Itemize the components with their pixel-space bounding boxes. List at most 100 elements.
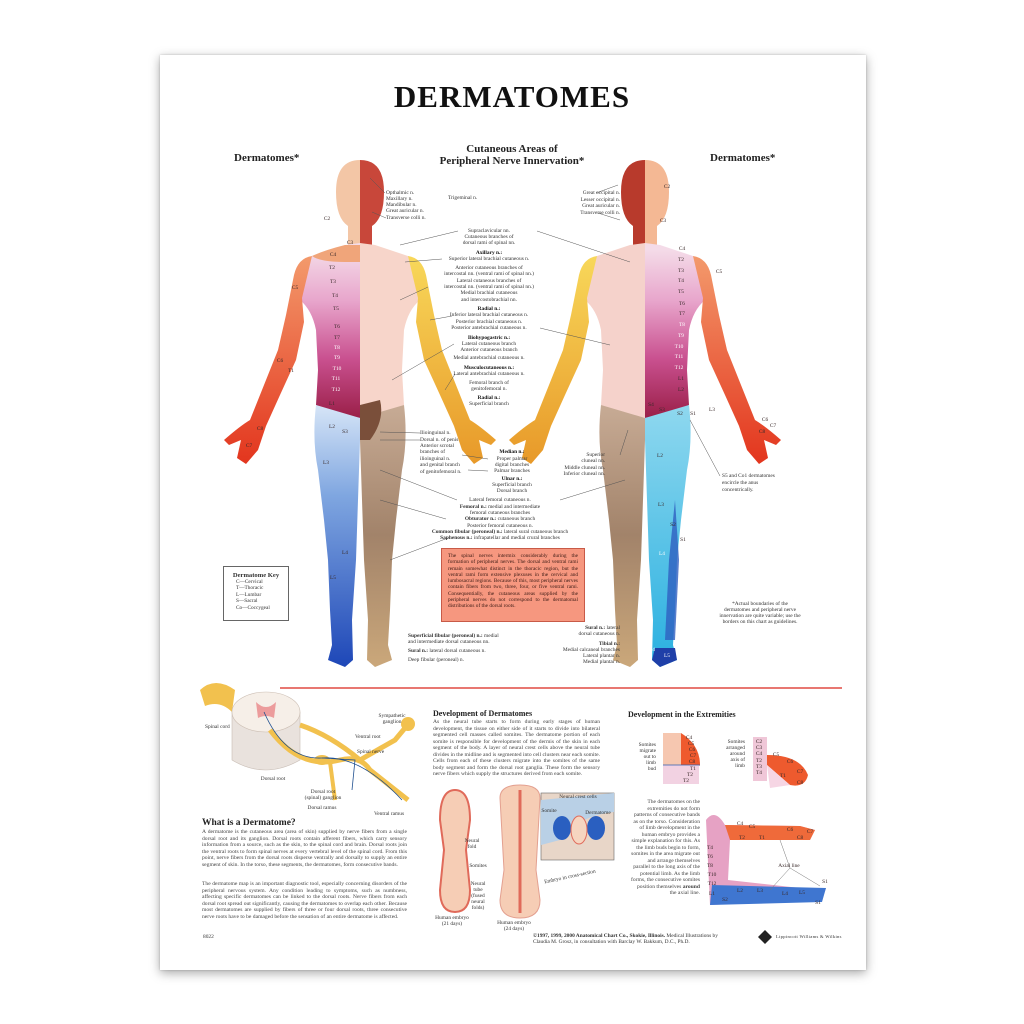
embryo-label: Human embryo (435, 915, 469, 921)
spinal-diagram-label: Dorsal root (260, 776, 286, 782)
limb-bud-label: bud (647, 766, 656, 772)
dermatome-label: S2 (670, 522, 676, 528)
dermatome-label: T3 (330, 279, 336, 285)
cluneal-nerve-label: Inferior cluneal nn. (563, 471, 605, 477)
foot-nerve-label: Sural n.: lateral dorsal cutaneous n. (408, 648, 486, 654)
cluneal-nerve-label: Superior (586, 452, 605, 458)
nerve-label: genitofemoral n. (471, 386, 507, 392)
back-foot-nerve-label: Lateral plantar n. (583, 653, 620, 659)
limb-bud-label: Somites (638, 742, 656, 748)
back-foot-nerve-label-text: Lateral plantar n. (583, 653, 620, 659)
limb-axis-label: axis of (730, 757, 745, 763)
limb-dermatome-label: T1 (690, 766, 696, 772)
limb-dermatome-label: C5 (772, 752, 780, 758)
extremity-dermatome-label: C8 (796, 835, 804, 841)
spinal-cord-illustration (200, 683, 415, 802)
what-is-paragraph-2: The dermatome map is an important diagno… (202, 881, 407, 920)
groin-nerve-label: branches of (420, 449, 445, 455)
credit: Claudia M. Grosz, in consultation with B… (533, 939, 690, 945)
hand-nerve-label: digital branches (494, 462, 530, 468)
nerve-label: intercostal nn. (ventral rami of spinal … (444, 284, 534, 290)
embryo-label: neural (471, 899, 485, 905)
cluneal-nerve-label: cluneal nn. (581, 458, 605, 464)
hand-nerve-label: Ulnar n.: (501, 476, 523, 482)
leg-nerve-label: Posterior femoral cutaneous n. (467, 523, 533, 529)
dermatome-label: T9 (678, 333, 684, 339)
dermatome-label: T7 (679, 311, 685, 317)
dermatome-label: T8 (679, 322, 685, 328)
leg-nerve-label-text: Lateral femoral cutaneous n. (469, 497, 531, 503)
dermatome-label: L1 (678, 376, 684, 382)
leg-nerve-label-bold: Saphenous n.: (440, 535, 473, 541)
dermatome-label: T2 (329, 265, 335, 271)
dermatome-label: T6 (334, 324, 340, 330)
dermatome-label: L4 (649, 647, 655, 653)
back-neck-nerve-label: Great occipital n. (582, 190, 620, 196)
extremity-dermatome-label: T6 (707, 854, 713, 860)
foot-nerve-label-bold: Sural n.: (408, 648, 429, 654)
nerve-label: Lateral cutaneous branches of (456, 278, 522, 284)
embryo-illustrations (438, 784, 615, 919)
nerve-label: Lateral antebrachial cutaneous n. (453, 371, 525, 377)
extremity-dermatome-label: T1 (759, 835, 765, 841)
hand-nerve-label: Dorsal branch (496, 488, 528, 494)
dermatome-label: T7 (334, 335, 340, 341)
back-foot-nerve-label-bold: Sural n.: (585, 625, 606, 631)
embryo-label: (fused (471, 893, 485, 899)
footnote: dermatomes and peripheral nerve (724, 607, 796, 613)
dermatome-label: C3 (346, 240, 354, 246)
key-item: T—Thoracic (236, 585, 264, 592)
extremity-dermatome-label: C6 (786, 827, 794, 833)
nerve-label: Musculocutaneous n.: (463, 365, 515, 371)
embryo-label: (24 days) (503, 926, 525, 932)
groin-nerve-label: of genitofemoral n. (420, 469, 462, 475)
embryo-label: Neural crest cells (559, 794, 597, 800)
extremity-dermatome-label: T2 (739, 835, 745, 841)
limb-dermatome-label: T4 (756, 770, 762, 776)
groin-nerve-label: Dorsal n. of penis (420, 437, 459, 443)
what-is-paragraph-1: A dermatome is the cutaneous area (area … (202, 829, 407, 868)
groin-nerve-label: Ilioinguinal n. (420, 430, 451, 436)
spinal-diagram-label: ganglion (382, 719, 402, 725)
limb-dermatome-label: C4 (685, 735, 693, 741)
dermatome-label: T1 (288, 368, 294, 374)
embryo-label: (21 days) (441, 921, 463, 927)
dermatome-label: C6 (761, 417, 769, 423)
back-foot-nerve-label-text: dorsal cutaneous n. (578, 631, 620, 637)
back-foot-nerve-label: Medial calcaneal branches (563, 647, 620, 653)
extremity-dermatome-label: C4 (736, 821, 744, 827)
extremities-heading: Development in the Extremities (628, 710, 736, 719)
groin-nerve-label: ilioinguinal n. (420, 456, 451, 462)
trigeminal-label: Trigeminal n. (448, 195, 478, 201)
embryo-label: Somites (469, 863, 487, 869)
key-title: Dermatome Key (232, 572, 280, 579)
nerve-label: Posterior brachial cutaneous n. (455, 319, 523, 325)
extremities-paragraph: The dermatomes on the extremities do not… (630, 799, 700, 897)
dermatome-label: C3 (659, 218, 667, 224)
nerve-label: Superior lateral brachial cutaneous n. (448, 256, 530, 262)
back-foot-nerve-label-text: Medial plantar n. (583, 659, 620, 665)
dermatome-label: T11 (674, 354, 684, 360)
face-nerve-label: Great auricular n. (386, 208, 424, 214)
limb-dermatome-label: T2 (687, 772, 693, 778)
dermatome-label: T4 (678, 278, 684, 284)
spinal-diagram-label: Dorsal root (310, 789, 336, 795)
poster-title: DERMATOMES (393, 79, 631, 114)
limb-dermatome-label: C3 (755, 745, 763, 751)
dermatome-label: L3 (658, 502, 664, 508)
foot-nerve-label: and intermediate dorsal cutaneous nn. (408, 639, 490, 645)
nerve-label: Inferior lateral brachial cutaneous n. (449, 312, 529, 318)
hand-nerve-label: Median n.: (499, 449, 525, 455)
limb-bud-diagrams (663, 733, 826, 905)
dermatome-label: L2 (678, 387, 684, 393)
dermatome-label: L1 (329, 401, 335, 407)
leg-nerve-label: femoral cutaneous branches (470, 510, 530, 516)
extremity-dermatome-label: C7 (806, 829, 814, 835)
nerve-label: Medial brachial cutaneous (460, 290, 518, 296)
embryo-label: folds) (471, 905, 485, 911)
hand-nerve-label: Proper palmar (496, 456, 528, 462)
leg-nerve-label-text: femoral cutaneous branches (469, 510, 531, 516)
nerve-label: Cutaneous branches of (464, 234, 514, 240)
nerve-label: intercostal nn. (ventral rami of spinal … (444, 271, 534, 277)
